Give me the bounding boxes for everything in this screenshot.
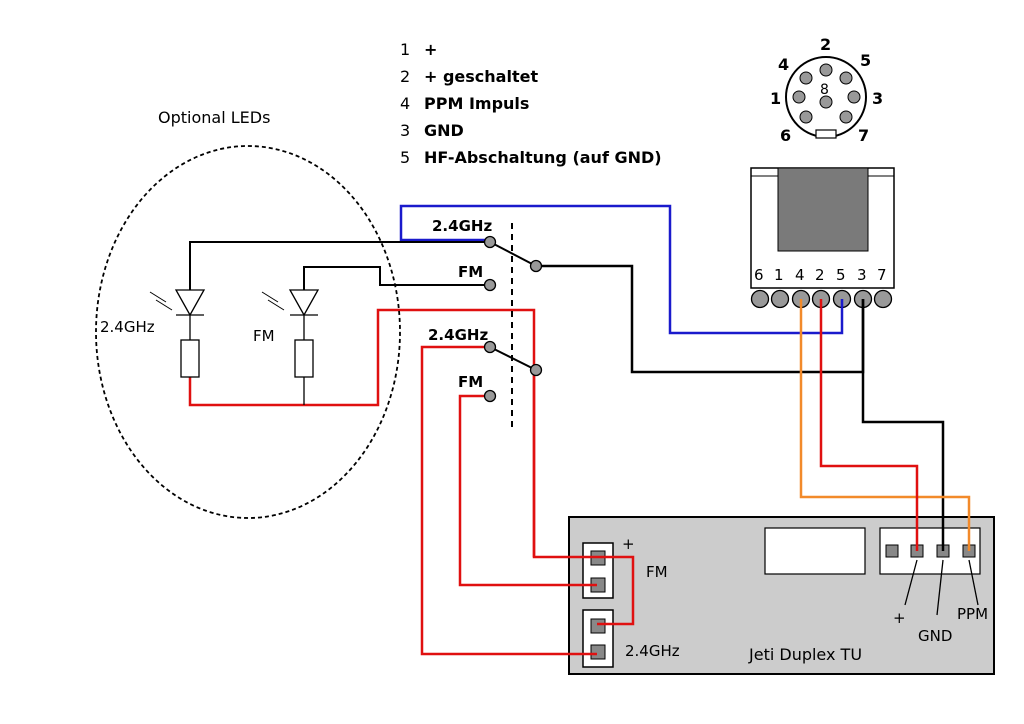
switch1-bottom-label: FM [458,263,483,281]
wire-red-fm [458,394,597,587]
legend: 1 + 2 + geschaltet 4 PPM Impuls 3 GND 5 … [400,40,662,167]
svg-text:4: 4 [778,55,789,74]
module-name: Jeti Duplex TU [748,645,862,664]
module-pin [885,544,899,558]
din-pinout-labels: 2 5 4 8 1 3 6 7 [770,35,883,145]
svg-text:1: 1 [774,266,784,284]
svg-text:HF-Abschaltung (auf GND): HF-Abschaltung (auf GND) [424,148,662,167]
svg-text:3: 3 [857,266,867,284]
module-display [764,527,866,575]
svg-text:6: 6 [780,126,791,145]
switch-contacts [483,235,543,403]
wire-red-led-supply [188,308,597,559]
module-pin-ppm-label: PPM [957,605,988,623]
svg-text:2: 2 [815,266,825,284]
din-key-notch [815,129,837,139]
wire-red-plus [819,299,919,551]
svg-text:3: 3 [400,121,410,140]
wire-black-gnd [861,299,945,551]
svg-text:5: 5 [400,148,410,167]
wire-black-led1 [189,241,490,290]
wire-blue-hf [399,204,844,335]
svg-text:2: 2 [400,67,410,86]
led1-diode [149,289,206,378]
switch2-bottom-label: FM [458,373,483,391]
wire-orange-ppm [799,299,971,551]
din-socket-recess [777,167,869,252]
module-pin-gnd-label: GND [918,627,952,645]
module-fm-label: FM [646,563,668,581]
wire-red-ghz [420,345,597,656]
optional-leds-title: Optional LEDs [158,108,270,127]
svg-text:7: 7 [877,266,887,284]
switch1-top-label: 2.4GHz [432,217,492,235]
led1-label: 2.4GHz [100,318,155,336]
wire-red-loop [597,555,635,626]
module-ghz-label: 2.4GHz [625,642,680,660]
switch1-lever [489,241,537,267]
ghz-pin-plus [590,618,606,634]
svg-text:8: 8 [820,82,829,98]
svg-text:PPM Impuls: PPM Impuls [424,94,529,113]
svg-text:4: 4 [400,94,410,113]
optional-leds-outline [95,145,401,519]
module-plus-label: + [622,535,635,553]
svg-text:3: 3 [872,89,883,108]
wire-black-led2 [303,266,490,290]
svg-text:6: 6 [754,266,764,284]
module-pin-plus-label: + [893,609,906,627]
switch2-top-label: 2.4GHz [428,326,488,344]
led2-label: FM [253,327,275,345]
svg-text:4: 4 [795,266,805,284]
svg-text:5: 5 [860,51,871,70]
svg-text:7: 7 [858,126,869,145]
ghz-pin-signal [590,644,606,660]
svg-text:2: 2 [820,35,831,54]
svg-text:5: 5 [836,266,846,284]
svg-text:+: + [424,40,437,59]
svg-text:GND: GND [424,121,464,140]
svg-text:+ geschaltet: + geschaltet [424,67,538,86]
din-pinout-pins [792,63,861,124]
svg-text:1: 1 [400,40,410,59]
module-pin-arrows [904,559,979,616]
din-header-labels: 6 1 4 2 5 3 7 [754,266,887,284]
svg-text:1: 1 [770,89,781,108]
